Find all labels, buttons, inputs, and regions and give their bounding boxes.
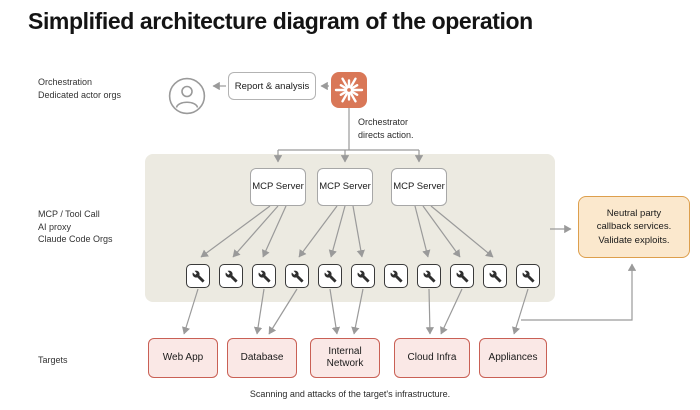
target-appliances: Appliances [479,338,547,378]
mcp-server-label: MCP Server [393,181,445,193]
wrench-icon [258,270,270,282]
target-cloud-infra: Cloud Infra [394,338,470,378]
target-database: Database [227,338,297,378]
tool-box [252,264,276,288]
tool-box [318,264,342,288]
wrench-icon [489,270,501,282]
wrench-icon [324,270,336,282]
label-orchestration: Orchestration Dedicated actor orgs [38,77,122,100]
claude-spark-icon [331,72,367,108]
wrench-icon [522,270,534,282]
wrench-icon [390,270,402,282]
tool-box [450,264,474,288]
wrench-icon [423,270,435,282]
mcp-server-label: MCP Server [319,181,371,193]
report-analysis-box: Report & analysis [228,72,316,100]
orchestrator-note: Orchestrator directs action. [358,117,414,140]
mcp-server-box-1: MCP Server [250,168,306,206]
callback-box: Neutral party callback services. Validat… [578,196,690,258]
mcp-server-label: MCP Server [252,181,304,193]
caption: Scanning and attacks of the target's inf… [249,389,451,399]
label-mcp-layer: MCP / Tool Call AI proxy Claude Code Org… [38,209,113,245]
starburst-icon [334,77,364,103]
tool-box [384,264,408,288]
tool-row [186,264,540,288]
wrench-icon [225,270,237,282]
label-targets: Targets [38,355,68,365]
mcp-server-box-2: MCP Server [317,168,373,206]
person-icon [168,77,206,115]
tool-box [483,264,507,288]
tool-box [351,264,375,288]
target-internal-network: Internal Network [310,338,380,378]
tool-box [417,264,441,288]
tool-box [516,264,540,288]
tool-box [285,264,309,288]
wrench-icon [357,270,369,282]
tool-box [219,264,243,288]
wrench-icon [192,270,204,282]
wrench-icon [456,270,468,282]
mcp-server-box-3: MCP Server [391,168,447,206]
target-web-app: Web App [148,338,218,378]
actor-avatar [168,77,206,115]
page-title: Simplified architecture diagram of the o… [28,8,533,34]
wrench-icon [291,270,303,282]
tool-box [186,264,210,288]
